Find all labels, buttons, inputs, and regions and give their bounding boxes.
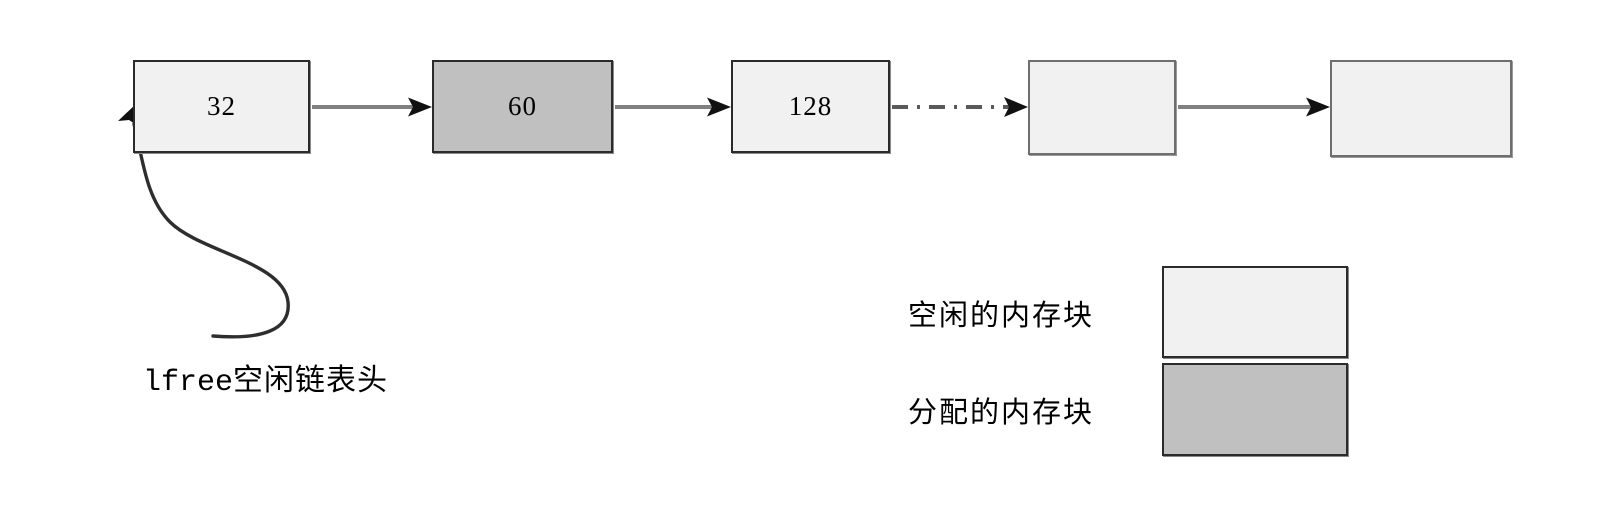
legend-swatch-allocated xyxy=(1162,363,1348,456)
list-node-3-label: 128 xyxy=(788,91,833,121)
legend-label-free: 空闲的内存块 xyxy=(908,300,1095,332)
connector-node3-node4 xyxy=(892,97,1028,117)
list-node-1[interactable]: 32 xyxy=(133,60,310,153)
head-pointer-label-cjk: 空闲链表头 xyxy=(233,364,389,397)
list-node-3[interactable]: 128 xyxy=(731,60,890,153)
legend-swatch-free xyxy=(1162,266,1348,358)
connector-node4-node5 xyxy=(1178,97,1330,117)
legend-label-allocated: 分配的内存块 xyxy=(908,397,1095,429)
list-node-4[interactable] xyxy=(1028,60,1176,155)
list-node-1-label: 32 xyxy=(207,91,236,121)
connector-node1-node2 xyxy=(312,97,432,117)
list-node-2[interactable]: 60 xyxy=(432,60,613,153)
head-pointer-label: lfree空闲链表头 xyxy=(143,355,388,400)
list-node-5[interactable] xyxy=(1330,60,1512,157)
connector-node2-node3 xyxy=(615,97,731,117)
head-pointer-label-latin: lfree xyxy=(143,366,234,400)
list-node-2-label: 60 xyxy=(508,91,537,121)
